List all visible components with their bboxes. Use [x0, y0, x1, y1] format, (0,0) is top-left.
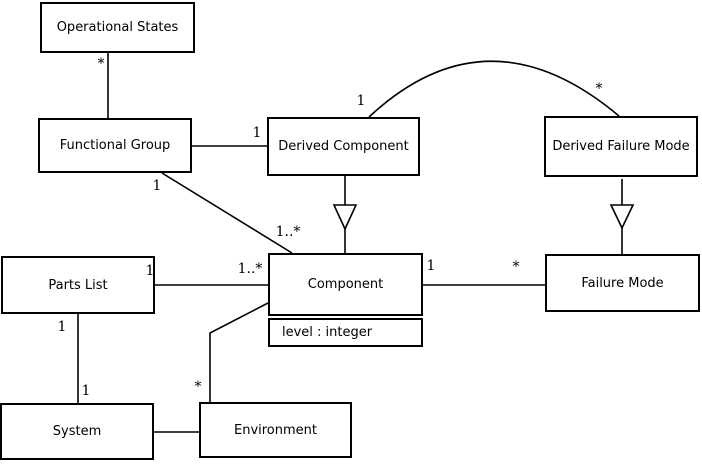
class-name: Derived Component: [278, 139, 409, 154]
multiplicity-system-end: 1: [81, 383, 91, 399]
multiplicity-component-end-diagonal: 1..*: [275, 224, 301, 240]
class-name: Failure Mode: [581, 275, 664, 291]
class-name: System: [52, 424, 102, 439]
class-name: Functional Group: [59, 138, 171, 153]
multiplicity-environment-end: *: [194, 379, 202, 395]
multiplicity-operational-states-end: *: [97, 56, 105, 72]
class-derived-failure-mode: Derived Failure Mode: [544, 116, 698, 177]
multiplicity-arc-derived-component-end: 1: [356, 93, 366, 109]
multiplicity-component-end-parts-list: 1..*: [237, 261, 263, 277]
assoc-component-environment: [209, 302, 269, 402]
class-component-attributes: level : integer: [268, 318, 423, 347]
multiplicity-functional-group-end: 1: [152, 178, 162, 194]
class-name: Derived Failure Mode: [552, 139, 690, 154]
multiplicity-derived-component-end: 1: [252, 125, 262, 141]
class-component: Component: [268, 253, 423, 316]
multiplicity-parts-list-end: 1: [145, 263, 155, 279]
assoc-arc-derived-component-derived-failure-mode: [368, 60, 620, 118]
class-name: Operational States: [56, 20, 179, 35]
class-system: System: [0, 403, 154, 460]
class-derived-component: Derived Component: [267, 117, 420, 176]
class-parts-list: Parts List: [1, 256, 155, 314]
multiplicity-component-end-failure-mode: 1: [426, 258, 436, 274]
class-name: Parts List: [48, 277, 108, 293]
class-name: Component: [307, 277, 384, 292]
generalization-triangle-icon: [332, 204, 358, 231]
multiplicity-arc-derived-failure-mode-end: *: [595, 81, 603, 97]
class-functional-group: Functional Group: [38, 118, 192, 173]
generalization-triangle-icon: [609, 204, 635, 230]
multiplicity-parts-list-system-top: 1: [57, 319, 67, 335]
multiplicity-failure-mode-end: *: [512, 259, 520, 275]
attribute-label: level : integer: [282, 325, 373, 340]
class-environment: Environment: [199, 402, 352, 458]
class-failure-mode: Failure Mode: [545, 254, 700, 312]
class-name: Environment: [233, 422, 317, 438]
class-operational-states: Operational States: [40, 2, 195, 53]
assoc-functional-group-component: [161, 172, 293, 254]
